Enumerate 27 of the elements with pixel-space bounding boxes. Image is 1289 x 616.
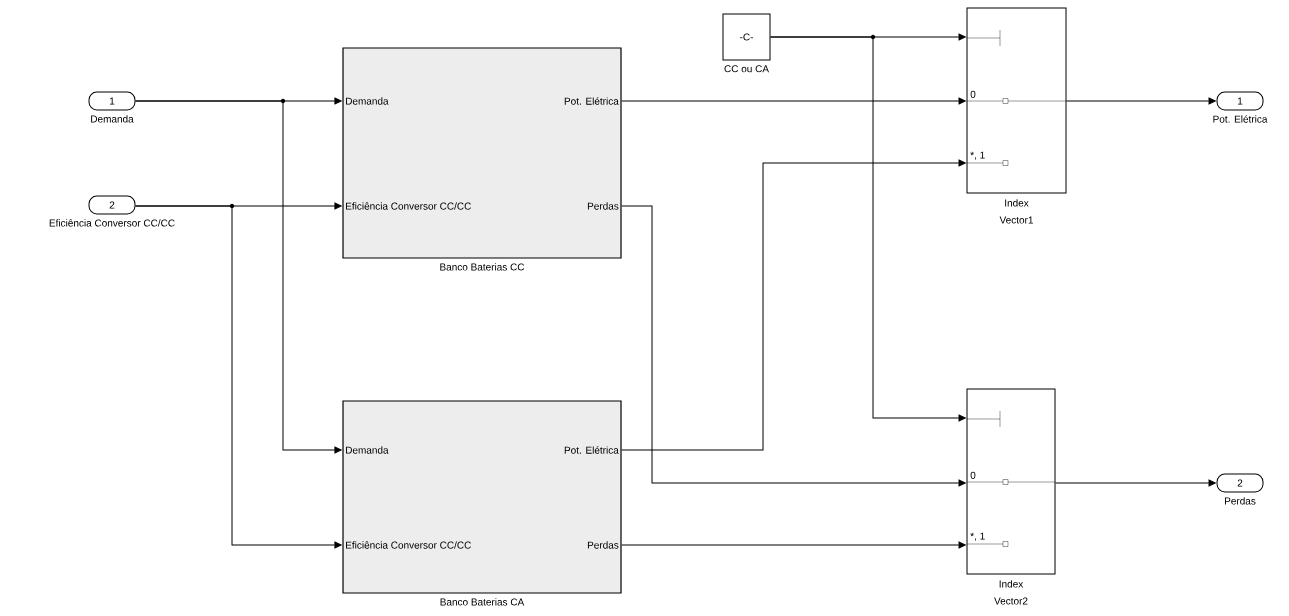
subsystem-block: Demanda Pot. Elétrica Eficiência Conversor CC/CC Perdas	[342, 47, 622, 259]
signal-arrow	[135, 205, 342, 549]
block-label: Eficiência Conversor CC/CC	[49, 219, 175, 227]
block-label: Banco Baterias CA	[440, 598, 525, 606]
signal-arrow	[621, 205, 966, 487]
signal-arrow	[621, 97, 966, 105]
port-block: 2	[1216, 473, 1264, 493]
block-label: Perdas	[1225, 497, 1256, 505]
signal-arrow	[621, 159, 966, 451]
block-label: Pot. Elétrica	[1213, 115, 1268, 123]
constant-block: -C-	[722, 13, 771, 61]
signal-arrow	[1066, 97, 1216, 105]
index-selector-block: 0 *, 1	[966, 7, 1067, 194]
signal-arrow	[621, 541, 966, 549]
port-block: 1	[1216, 91, 1264, 111]
index-selector-block: 0 *, 1	[966, 388, 1056, 575]
port-block: 2	[88, 195, 136, 215]
signal-arrow	[1055, 479, 1216, 487]
port-block: 1	[88, 91, 136, 111]
signal-arrow	[135, 100, 342, 454]
block-label: Banco Baterias CC	[440, 263, 525, 271]
block-label: Demanda	[91, 115, 134, 123]
signal-arrow	[770, 36, 966, 422]
block-label: CC ou CA	[724, 65, 769, 73]
block-label: Index Vector1	[999, 199, 1033, 224]
block-label: Index Vector2	[994, 580, 1028, 605]
subsystem-block: Demanda Pot. Elétrica Eficiência Conversor CC/CC Perdas	[342, 400, 622, 594]
